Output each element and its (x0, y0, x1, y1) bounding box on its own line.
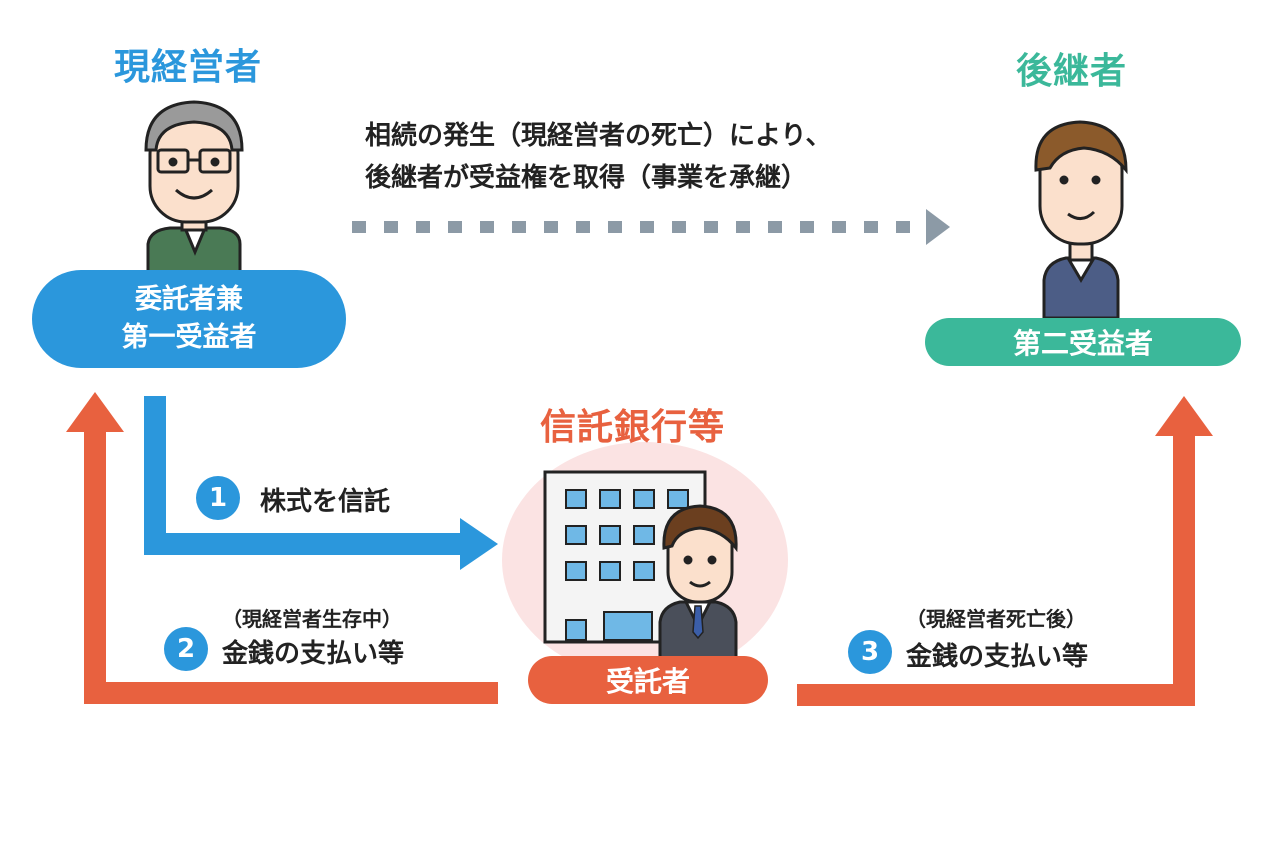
step-2-number: 2 (164, 627, 208, 671)
step-3-sublabel: （現経営者死亡後） (906, 607, 1086, 631)
successor-title: 後継者 (1016, 51, 1128, 92)
step-3-number: 3 (848, 630, 892, 674)
bank-staff-illustration (658, 504, 738, 662)
bank-title: 信託銀行等 (540, 407, 726, 448)
successor-illustration (1034, 120, 1128, 320)
inheritance-note-line1: 相続の発生（現経営者の死亡）により、 (365, 121, 832, 151)
arrow-entrust-shares (144, 396, 498, 570)
arrow-payment-to-successor (797, 396, 1213, 706)
second-beneficiary-badge: 第二受益者 (925, 318, 1241, 366)
step-2-sublabel: （現経営者生存中） (222, 607, 402, 631)
settlor-label-line2: 第一受益者 (121, 322, 257, 353)
inheritance-note-line2: 後継者が受益権を取得（事業を承継） (365, 163, 808, 193)
inheritance-note: 相続の発生（現経営者の死亡）により、 後継者が受益権を取得（事業を承継） (365, 115, 831, 199)
step-1-number: 1 (196, 476, 240, 520)
arrow-payment-to-settlor (66, 392, 498, 704)
step-3-label: 金銭の支払い等 (906, 642, 1089, 672)
settlor-first-beneficiary-badge: 委託者兼 第一受益者 (32, 270, 346, 368)
current-owner-illustration (144, 100, 244, 282)
arrow-inheritance (352, 209, 950, 245)
current-owner-title: 現経営者 (114, 47, 263, 88)
step-2-label: 金銭の支払い等 (222, 639, 405, 669)
step-1-label: 株式を信託 (260, 487, 391, 517)
settlor-label-line1: 委託者兼 (135, 284, 243, 315)
trustee-badge: 受託者 (528, 656, 768, 704)
